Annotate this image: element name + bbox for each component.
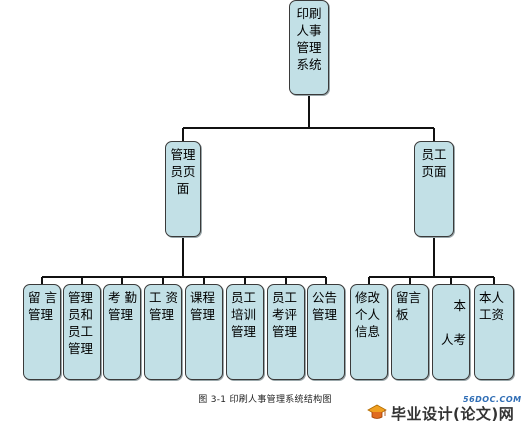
leaf-evaluation-management: 员工 考评 管理 (267, 284, 305, 380)
leaf-notice-management: 公告 管理 (307, 284, 345, 380)
leaf-message-management: 留 言 管理 (23, 284, 61, 380)
watermark-url: 56DOC.COM (463, 395, 522, 404)
root-node: 印刷 人事 管理 系统 (289, 0, 329, 95)
figure-caption: 图 3-1 印刷人事管理系统结构图 (198, 395, 332, 405)
branch-admin-pages: 管理 员页 面 (165, 141, 201, 237)
leaf-edit-personal-info: 修改 个人 信息 (350, 284, 388, 380)
leaf-training-management: 员工 培训 管理 (226, 284, 264, 380)
leaf-attendance-management: 考 勤 管理 (103, 284, 141, 380)
leaf-admin-employee-management: 管理 员和 员工 管理 (63, 284, 101, 380)
leaf-course-management: 课程 管理 (185, 284, 223, 380)
leaf-personal-salary: 本人 工资 (474, 284, 514, 380)
leaf-personal-attendance: 本 人考 (432, 284, 470, 380)
leaf-salary-management: 工 资 管理 (144, 284, 182, 380)
branch-employee-pages: 员工 页面 (414, 141, 454, 237)
leaf-message-board: 留言 板 (391, 284, 429, 380)
watermark-text: 毕业设计(论文)网 (391, 405, 515, 423)
graduation-cap-icon (367, 404, 387, 419)
watermark: 56DOC.COM 毕业设计(论文)网 (363, 395, 527, 428)
